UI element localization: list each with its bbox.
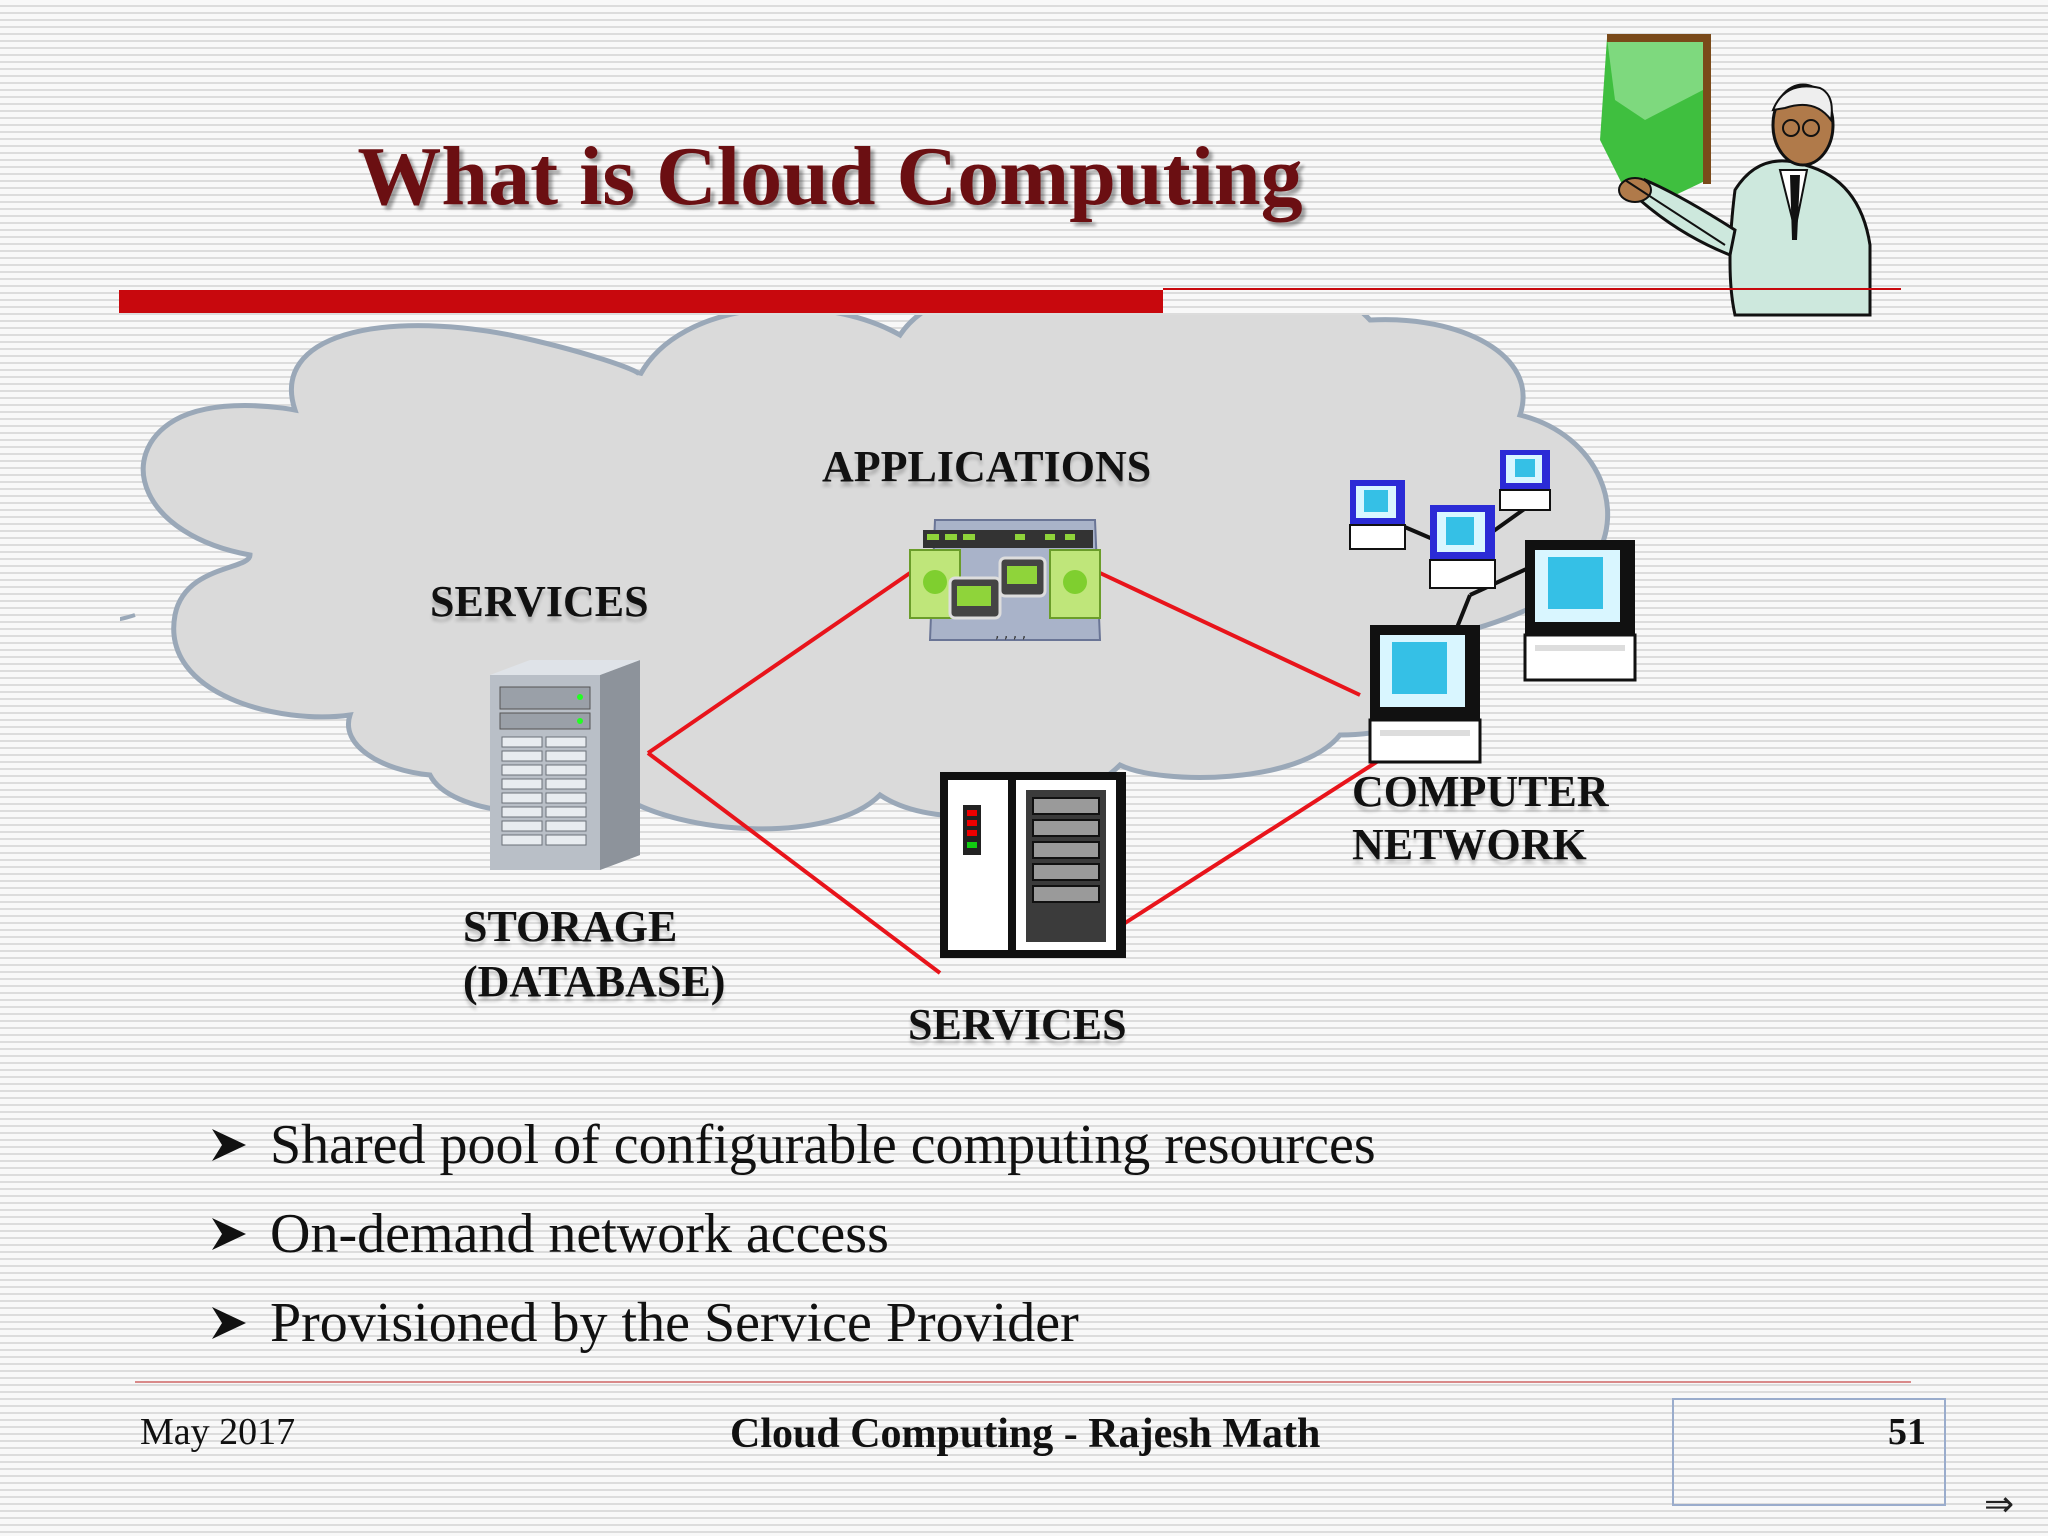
link-services-network xyxy=(1123,745,1402,925)
footer-title: Cloud Computing - Rajesh Math xyxy=(730,1411,1321,1457)
next-slide-arrow-icon[interactable]: ⇒ xyxy=(1984,1484,2015,1525)
database-server-icon xyxy=(490,660,640,870)
bullet-list: Shared pool of configurable computing re… xyxy=(210,1100,1376,1367)
pc-large-right xyxy=(1523,540,1637,682)
title-underline-thin xyxy=(1163,288,1901,290)
computer-network-icon xyxy=(1349,450,1637,764)
services-bottom-label: SERVICES xyxy=(908,1000,1127,1049)
footer-date: May 2017 xyxy=(140,1411,296,1453)
bullet-item: On-demand network access xyxy=(210,1189,1376,1278)
network-links xyxy=(646,571,1402,975)
storage-label-line1: STORAGE xyxy=(463,902,678,951)
bullet-text: On-demand network access xyxy=(270,1202,889,1265)
arrowhead-bullet-icon xyxy=(210,1216,270,1252)
pc-small-2 xyxy=(1349,480,1406,550)
link-applications-network xyxy=(1099,571,1361,697)
applications-label: APPLICATIONS xyxy=(822,442,1152,491)
svg-text:, , , ,: , , , , xyxy=(995,626,1026,642)
pc-small-1 xyxy=(1499,450,1551,511)
bullet-text: Shared pool of configurable computing re… xyxy=(270,1113,1376,1176)
pc-medium xyxy=(1429,505,1496,589)
network-label-line1: COMPUTER xyxy=(1352,767,1609,816)
storage-label-line2: (DATABASE) xyxy=(463,957,726,1006)
bullet-item: Shared pool of configurable computing re… xyxy=(210,1100,1376,1189)
link-storage-services xyxy=(646,751,942,975)
page-number-box: 51 xyxy=(1672,1398,1946,1506)
page-number: 51 xyxy=(1888,1411,1926,1453)
cloud-diagram: , , , , xyxy=(120,315,1880,1075)
bullet-item: Provisioned by the Service Provider xyxy=(210,1278,1376,1367)
server-rack-icon xyxy=(940,772,1126,958)
pc-large-left xyxy=(1368,625,1482,764)
slide-title: What is Cloud Computing xyxy=(357,130,1303,223)
bullet-text: Provisioned by the Service Provider xyxy=(270,1291,1079,1354)
services-left-label: SERVICES xyxy=(430,577,649,626)
title-underline xyxy=(119,290,1163,313)
link-storage-applications xyxy=(646,571,912,755)
presenter-clipart xyxy=(1600,34,1872,317)
applications-icon: , , , , xyxy=(909,519,1102,642)
arrowhead-bullet-icon xyxy=(210,1305,270,1341)
footer-divider xyxy=(135,1381,1911,1383)
network-label-line2: NETWORK xyxy=(1352,820,1587,869)
arrowhead-bullet-icon xyxy=(210,1127,270,1163)
